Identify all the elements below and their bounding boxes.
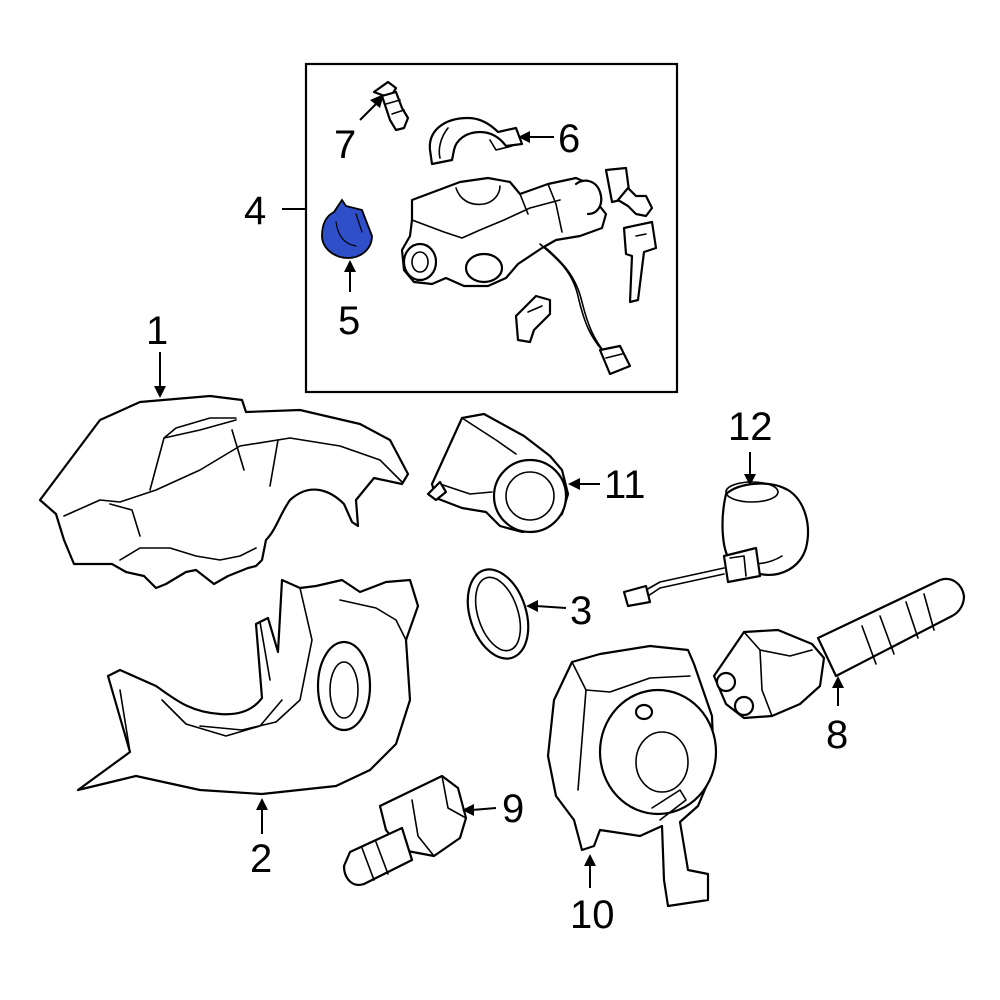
part-10-clock-spring[interactable] (546, 644, 718, 908)
inset-box-ignition-assembly (304, 62, 679, 394)
part-3-o-ring[interactable] (457, 562, 539, 667)
part-11-ring-housing[interactable] (426, 412, 570, 534)
part-1-upper-column-cover[interactable] (38, 394, 410, 590)
part-9-connector[interactable] (342, 774, 468, 886)
callout-3: 3 (570, 589, 592, 633)
callout-5: 5 (338, 299, 360, 343)
callout-1: 1 (146, 309, 168, 353)
callout-12: 12 (728, 405, 773, 449)
callout-8: 8 (826, 713, 848, 757)
part-5-highlighted-collar[interactable] (321, 198, 373, 259)
part-2-lower-column-cover[interactable] (76, 578, 420, 796)
callout-2: 2 (250, 837, 272, 881)
callout-4: 4 (244, 189, 266, 233)
callout-6: 6 (558, 117, 580, 161)
part-5-fill (321, 198, 373, 259)
callout-10: 10 (570, 893, 615, 937)
callout-9: 9 (502, 787, 524, 831)
part-8-combination-switch[interactable] (712, 577, 966, 720)
callout-7: 7 (334, 123, 356, 167)
callout-numbers: 1 2 3 4 5 6 7 8 9 10 11 12 (146, 117, 848, 937)
part-12-sensor[interactable] (622, 481, 810, 608)
part-7-bolt[interactable] (372, 80, 410, 132)
callout-11: 11 (604, 463, 646, 507)
part-6-bracket[interactable] (428, 116, 524, 166)
leader-lines (154, 94, 844, 888)
part-4-ignition-lock-assembly[interactable] (400, 166, 658, 376)
